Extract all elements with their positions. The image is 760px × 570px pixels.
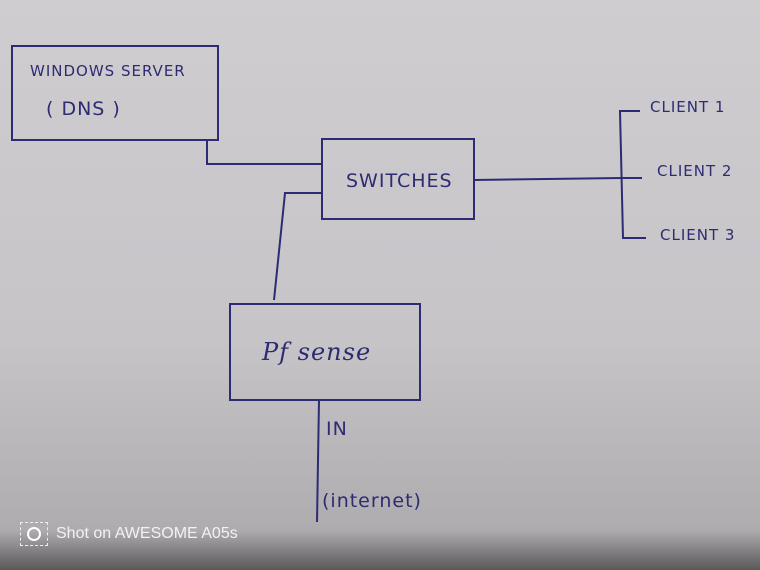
switch-to-clients-link xyxy=(473,177,623,181)
camera-focus-icon xyxy=(20,522,48,546)
watermark-text: Shot on AWESOME A05s xyxy=(56,525,238,542)
windows-server-box xyxy=(11,45,219,141)
in-label: IN xyxy=(326,418,348,440)
client-2-label: CLIENT 2 xyxy=(657,162,733,180)
client-3-label: CLIENT 3 xyxy=(660,226,736,244)
pfsense-label: Pf sense xyxy=(262,338,372,366)
windows-server-label: WINDOWS SERVER xyxy=(30,62,186,80)
clients-bus xyxy=(618,110,646,239)
server-to-switch-link xyxy=(206,140,322,165)
switch-to-pfsense-link xyxy=(273,192,322,301)
client-1-label: CLIENT 1 xyxy=(650,98,726,116)
pfsense-to-internet-link xyxy=(316,399,320,523)
internet-label: (internet) xyxy=(322,490,422,512)
switches-label: SWITCHES xyxy=(346,170,453,192)
pfsense-box xyxy=(229,303,421,401)
dns-label: ( DNS ) xyxy=(46,98,121,120)
camera-watermark: Shot on AWESOME A05s xyxy=(20,522,238,546)
